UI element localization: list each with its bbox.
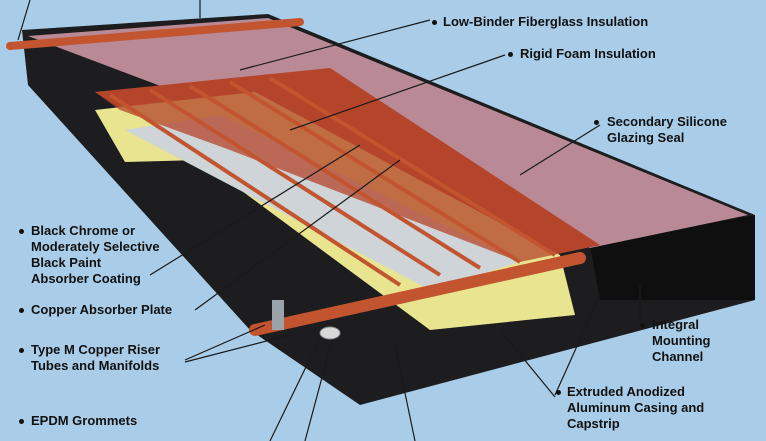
bullet-grommets xyxy=(19,419,24,424)
leader-casing-b xyxy=(499,329,556,398)
bullet-plate xyxy=(19,308,24,313)
casing-side xyxy=(590,215,755,300)
top-manifold xyxy=(6,18,304,50)
leader-tubes-a xyxy=(184,324,266,361)
mounting-bracket xyxy=(272,300,284,330)
leader-grommets-c xyxy=(394,344,416,441)
riser-tube-2 xyxy=(148,88,442,277)
bullet-foam xyxy=(508,52,513,57)
label-silicone-glazing-seal: Secondary Silicone Glazing Seal xyxy=(607,114,727,145)
leader-top-b xyxy=(17,0,31,41)
leader-coating xyxy=(149,144,361,276)
riser-tube-4 xyxy=(228,80,522,264)
bullet-casing xyxy=(556,390,561,395)
bullet-channel xyxy=(640,323,645,328)
leader-plate xyxy=(194,159,401,311)
leader-grommets-a xyxy=(269,337,321,441)
bottom-manifold xyxy=(249,252,586,336)
label-copper-absorber-plate: Copper Absorber Plate xyxy=(31,302,173,317)
bullet-fiberglass xyxy=(432,20,437,25)
label-aluminum-casing: Extruded Anodized Aluminum Casing and Ca… xyxy=(567,384,705,431)
epdm-grommet xyxy=(319,326,341,340)
leader-tubes-b xyxy=(184,334,291,363)
riser-tube-5 xyxy=(268,76,557,257)
leader-silicone xyxy=(519,124,601,176)
bullet-coating xyxy=(19,229,24,234)
label-riser-tubes: Type M Copper Riser Tubes and Manifolds xyxy=(31,342,161,373)
leader-casing-a xyxy=(554,294,601,396)
label-epdm-grommets: EPDM Grommets xyxy=(31,413,138,428)
leader-fiberglass xyxy=(239,19,431,71)
rigid-foam-insulation xyxy=(125,115,520,290)
leader-foam xyxy=(289,54,506,131)
copper-absorber-plate xyxy=(95,78,600,262)
label-absorber-coating: Black Chrome or Moderately Selective Bla… xyxy=(31,223,160,286)
riser-tube-3 xyxy=(188,84,482,270)
leader-lines xyxy=(17,0,641,441)
riser-tube-1 xyxy=(108,93,402,287)
bullet-tubes xyxy=(19,348,24,353)
bullet-silicone xyxy=(594,120,599,125)
label-mounting-channel: Integral Mounting Channel xyxy=(652,317,711,364)
label-rigid-foam-insulation: Rigid Foam Insulation xyxy=(520,46,656,61)
label-fiberglass-insulation: Low-Binder Fiberglass Insulation xyxy=(443,14,649,29)
leader-grommets-b xyxy=(304,339,333,441)
